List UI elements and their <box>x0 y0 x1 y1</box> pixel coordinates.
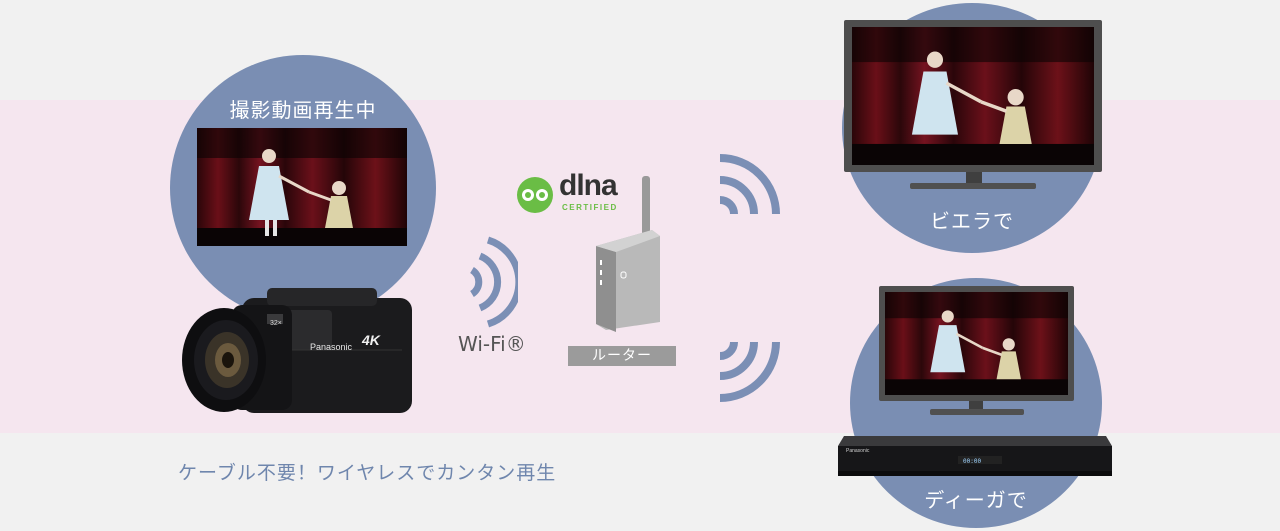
tv-wifi-waves <box>719 154 780 215</box>
recorder-tv-stand-base <box>930 409 1024 415</box>
dlna-logo: dlna CERTIFIED <box>515 169 635 218</box>
camera-playback-screen <box>197 128 407 246</box>
tv-stage-scene-image <box>852 27 1094 165</box>
tv-stand-neck <box>966 172 982 184</box>
router-label: ルーター <box>568 346 676 366</box>
dlna-text: dlna <box>559 169 618 202</box>
camcorder-zoom-badge: 32× <box>270 320 282 327</box>
camera-wifi-waves <box>469 236 518 328</box>
tagline-text: ケーブル不要！ワイヤレスでカンタン再生 <box>178 462 557 484</box>
stage-scene-image <box>197 128 407 246</box>
dlna-certified-text: CERTIFIED <box>562 203 618 212</box>
svg-text:00:00: 00:00 <box>963 458 981 465</box>
tv-section-label: ビエラで <box>930 209 1014 233</box>
camcorder: Panasonic 4K 32× <box>172 280 417 420</box>
tv-screen <box>852 27 1094 165</box>
camcorder-4k-badge: 4K <box>362 332 380 348</box>
blu-ray-recorder: 00:00 Panasonic <box>838 436 1112 476</box>
camcorder-body-graphic <box>182 288 412 413</box>
recorder-wifi-waves <box>719 341 780 402</box>
camcorder-brand-text: Panasonic <box>310 342 353 352</box>
tv-stand-base <box>910 183 1036 189</box>
recorder-tv-stand-neck <box>969 401 983 410</box>
camera-section-label: 撮影動画再生中 <box>229 98 377 122</box>
wifi-label: Wi-Fi® <box>458 332 526 356</box>
recorder-body-graphic: 00:00 <box>838 436 1112 476</box>
recorder-section-label: ディーガで <box>924 488 1028 512</box>
router-graphic <box>596 176 660 332</box>
recorder-stage-scene-image <box>885 292 1068 395</box>
recorder-tv-screen <box>885 292 1068 395</box>
recorder-brand-text: Panasonic <box>846 448 870 454</box>
dlna-emblem-icon <box>517 177 553 213</box>
